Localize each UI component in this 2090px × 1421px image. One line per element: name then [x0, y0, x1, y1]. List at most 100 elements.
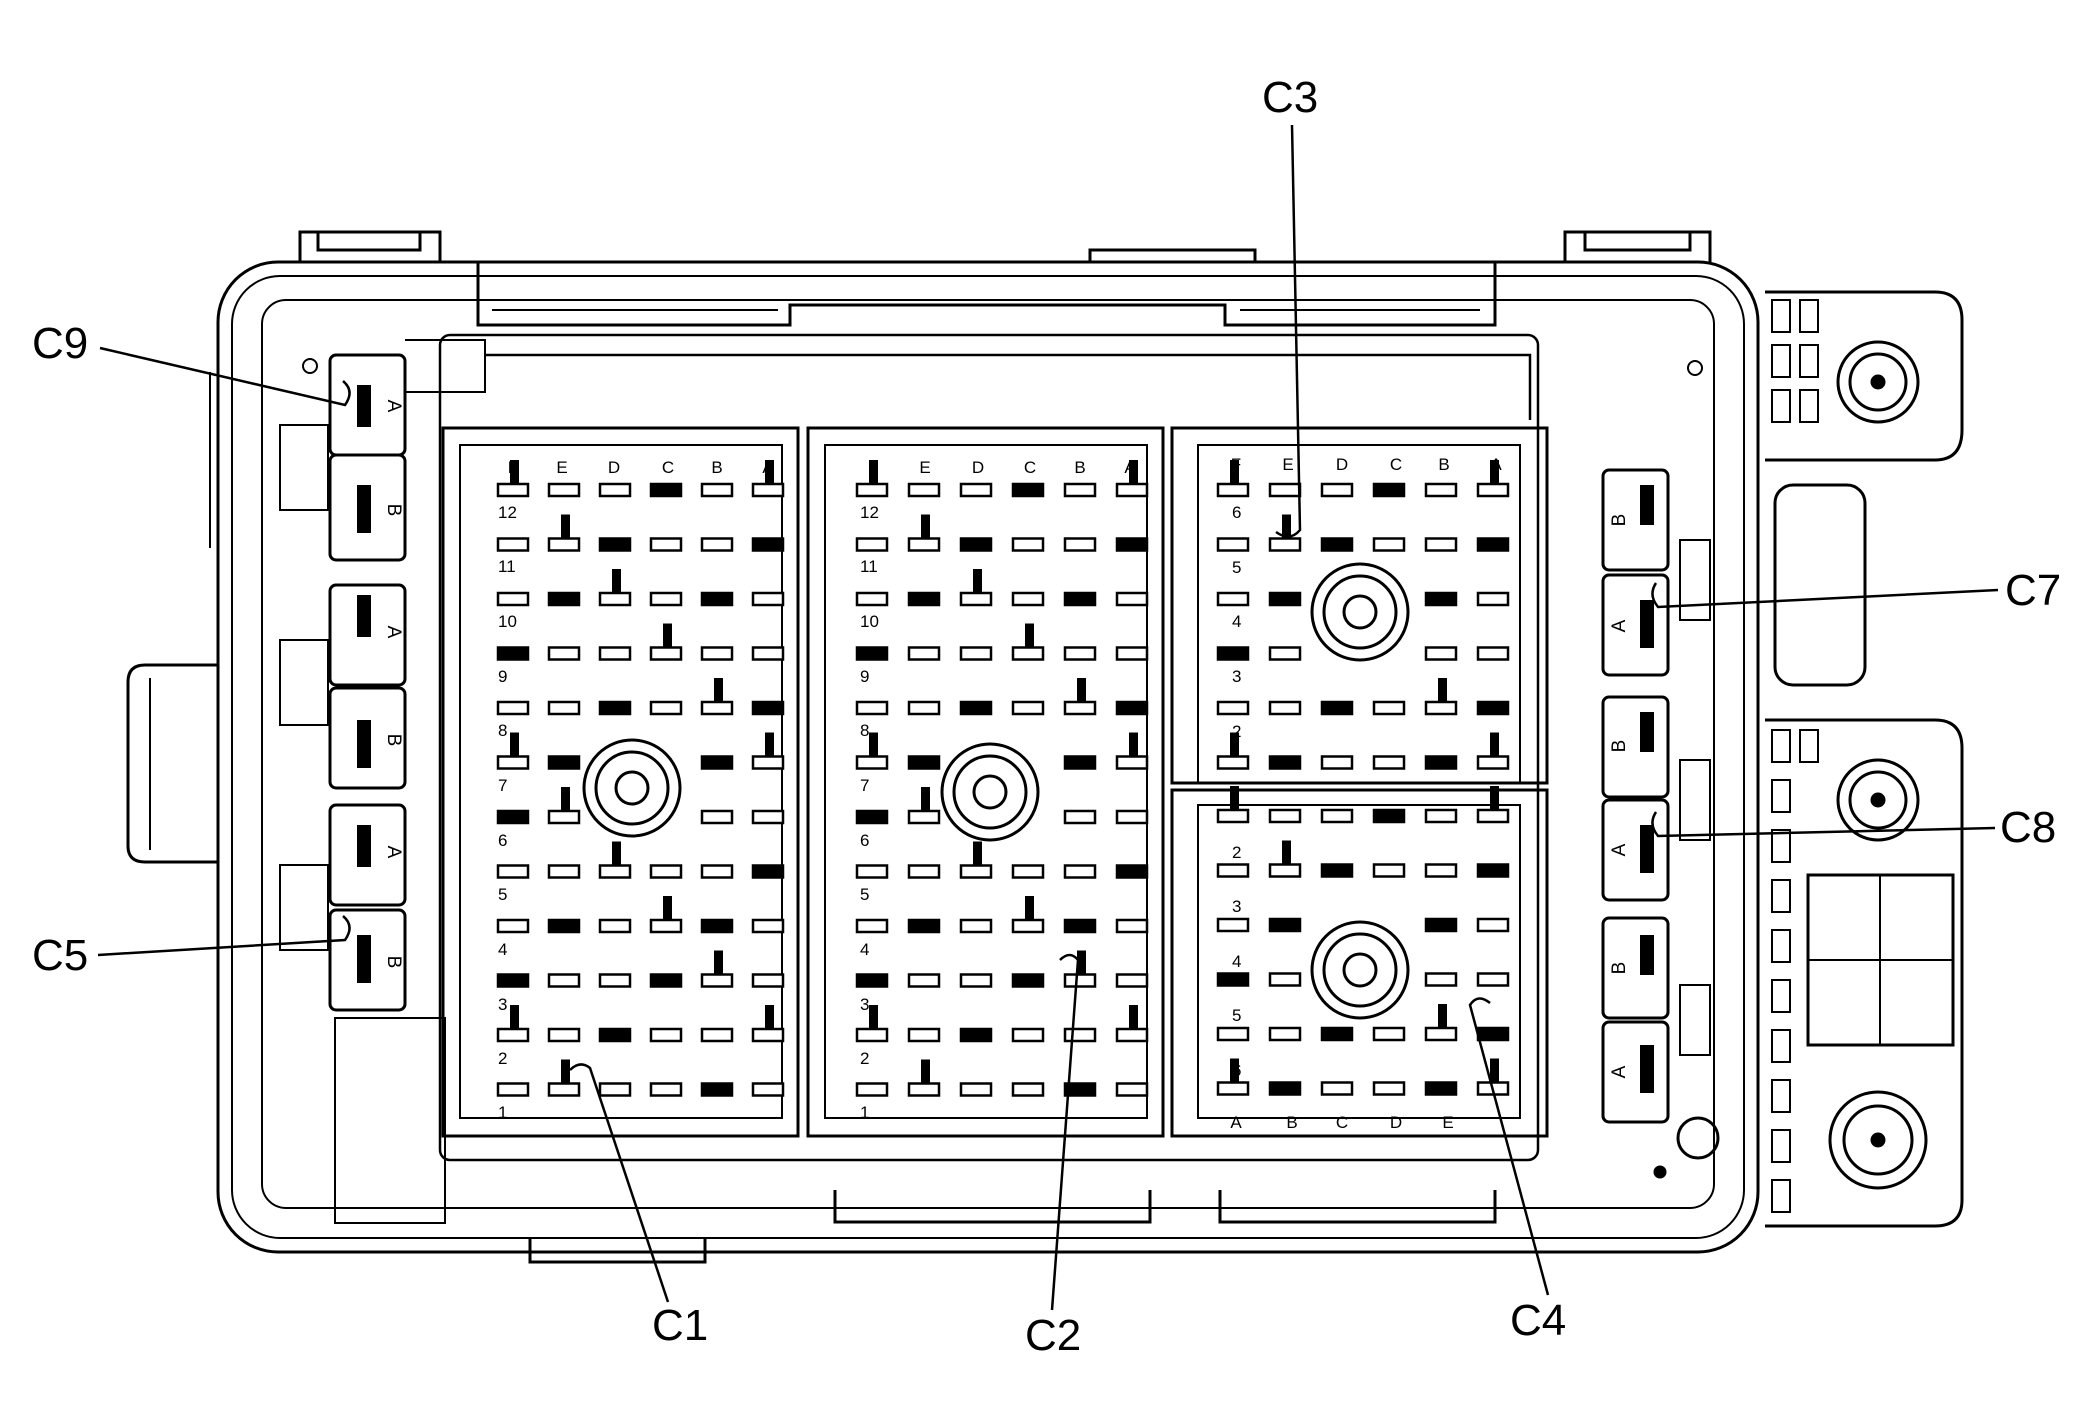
terminal-cavity [959, 537, 993, 552]
row-label: 8 [498, 721, 507, 740]
terminal-tab [714, 950, 723, 975]
terminal-tab [561, 514, 570, 539]
terminal-cavity [1476, 591, 1510, 607]
column-label: E [1282, 455, 1293, 474]
row-label: 4 [1232, 952, 1241, 971]
terminal-cavity [1320, 863, 1354, 878]
terminal-cavity [1011, 973, 1045, 988]
terminal-cavity [1320, 755, 1354, 770]
connector-c2-column-labels: F E D C B A [868, 458, 1137, 477]
terminal-cavity [700, 864, 734, 879]
terminal-cavity [855, 809, 889, 825]
terminal-cavity [547, 864, 581, 879]
terminal-cavity [1115, 482, 1149, 498]
terminal-cavity [1268, 1026, 1302, 1042]
column-label: E [1442, 1113, 1453, 1132]
terminal-tab [973, 841, 982, 866]
row-label: 6 [860, 831, 869, 850]
terminal-tab [869, 460, 878, 484]
leader-c4 [1468, 997, 1550, 1296]
column-label: B [1438, 455, 1449, 474]
terminal-cavity [547, 755, 581, 770]
right-mount-blocks [1765, 290, 1964, 1228]
terminal-cavity [1424, 591, 1458, 607]
terminal-cavity [1268, 1081, 1302, 1096]
column-label: D [608, 458, 620, 477]
terminal-cavity [1115, 973, 1149, 988]
terminal-cavity [649, 482, 683, 498]
terminal-cavity [1320, 808, 1354, 824]
connector-c3-center-stud [1310, 562, 1410, 662]
terminal-cavity [496, 755, 530, 770]
terminal-cavity [496, 700, 530, 716]
terminal-cavity [1063, 591, 1097, 607]
terminal-cavity [1011, 700, 1045, 716]
column-label: E [919, 458, 930, 477]
left-connector-latches [357, 385, 371, 983]
terminal-cavity [751, 700, 785, 716]
right-connector-latches [1640, 485, 1654, 1093]
terminal-cavity [1424, 482, 1458, 498]
terminal-cavity [1424, 863, 1458, 878]
connector-c1: F E D C B A 12 11 10 9 8 7 6 5 4 3 2 1 [441, 426, 800, 1138]
terminal-cavity [1476, 482, 1510, 498]
terminal-cavity [1476, 917, 1510, 933]
terminal-cavity [1424, 646, 1458, 661]
terminal-tab [869, 1005, 878, 1029]
terminal-cavity [547, 537, 581, 552]
terminal-cavity [855, 1082, 889, 1097]
terminal-tab [612, 841, 621, 866]
terminal-cavity [1424, 1026, 1458, 1042]
terminal-cavity [1115, 809, 1149, 825]
terminal-tab [1438, 678, 1447, 702]
terminal-cavity [959, 864, 993, 879]
terminal-tab [1490, 786, 1499, 810]
connector-c1-center-stud [582, 738, 682, 838]
terminal-cavity [1476, 1026, 1510, 1042]
terminal-cavity [649, 1027, 683, 1043]
terminal-tab [714, 678, 723, 702]
terminal-tab [765, 460, 774, 484]
terminal-cavity [1268, 917, 1302, 933]
terminal-cavity [1372, 537, 1406, 552]
terminal-tab [1077, 678, 1086, 702]
terminal-tab [1230, 786, 1239, 810]
sub-label-a: A [383, 626, 404, 639]
column-label: F [508, 458, 518, 477]
row-label: 7 [860, 776, 869, 795]
terminal-cavity [598, 482, 632, 498]
terminal-cavity [547, 1082, 581, 1097]
terminal-tab [1438, 1004, 1447, 1028]
terminal-cavity [1476, 863, 1510, 878]
terminal-cavity [1268, 591, 1302, 607]
connector-c2-center-stud [940, 742, 1040, 842]
terminal-cavity [1216, 755, 1250, 770]
terminal-tab [510, 732, 519, 757]
terminal-cavity [1216, 700, 1250, 716]
terminal-cavity [496, 1027, 530, 1043]
inner-cavity [438, 333, 1540, 1162]
terminal-cavity [700, 482, 734, 498]
column-label: E [556, 458, 567, 477]
connector-c1-row-labels: 12 11 10 9 8 7 6 5 4 3 2 1 [498, 503, 517, 1122]
terminal-cavity [1216, 646, 1250, 661]
terminal-cavity [1476, 808, 1510, 824]
terminal-cavity [1063, 1027, 1097, 1043]
callout-c3: C3 [1262, 73, 1318, 122]
terminal-cavity [751, 918, 785, 934]
connector-c1-column-labels: F E D C B A [508, 458, 775, 477]
leader-lines [97, 124, 1999, 1311]
terminal-cavity [496, 537, 530, 552]
stud-top-right [1836, 340, 1920, 424]
terminal-cavity [700, 700, 734, 716]
leader-c2 [1050, 953, 1080, 1311]
terminal-cavity [1063, 646, 1097, 661]
column-label: C [1390, 455, 1402, 474]
terminal-cavity [649, 700, 683, 716]
terminal-tab [1129, 732, 1138, 757]
terminal-cavity [751, 1027, 785, 1043]
terminal-cavity [1268, 972, 1302, 987]
callout-c1: C1 [652, 1301, 708, 1350]
connector-c3-row-labels: 6 5 4 3 2 [1232, 503, 1241, 741]
terminal-cavity [1476, 537, 1510, 552]
